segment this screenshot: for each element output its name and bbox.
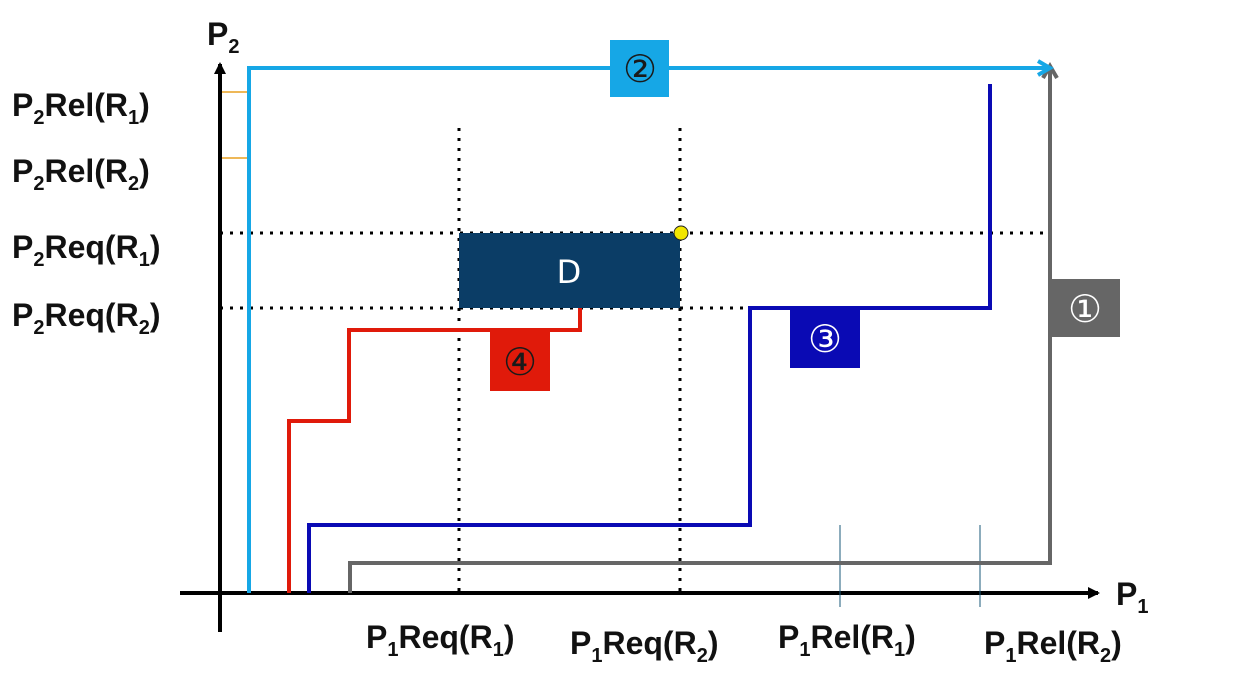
- y-label-p2-rel-r1: P2Rel(R1): [12, 87, 150, 129]
- path-4-label-box: [490, 331, 550, 391]
- x-label-p1-rel-r1: P1Rel(R1): [778, 619, 916, 661]
- path-3-label-box: [790, 309, 860, 368]
- path-4-label: ④: [503, 340, 537, 384]
- path-3-label: ③: [808, 317, 842, 361]
- path-2-label: ②: [623, 47, 657, 91]
- x-label-p1-rel-r2: P1Rel(R2): [984, 625, 1122, 667]
- path-4: [287, 308, 582, 593]
- y-label-p2-req-r2: P2Req(R2): [12, 297, 160, 339]
- y-label-p2-req-r1: P2Req(R1): [12, 229, 160, 271]
- path-2-label-box: [610, 40, 669, 97]
- x-label-p1-req-r1: P1Req(R1): [366, 619, 514, 661]
- path-1-label-box: [1050, 279, 1120, 337]
- deadlock-region: [459, 233, 680, 308]
- x-axis-title: P1: [1116, 576, 1148, 618]
- path-2: [247, 59, 1054, 593]
- corner-point: [673, 225, 689, 241]
- deadlock-region-label: D: [557, 253, 582, 291]
- y-label-p2-rel-r2: P2Rel(R2): [12, 153, 150, 195]
- x-label-p1-req-r2: P1Req(R2): [570, 625, 718, 667]
- path-1-label: ①: [1068, 287, 1102, 331]
- y-axis-title: P2: [207, 16, 239, 58]
- path-3: [307, 84, 992, 593]
